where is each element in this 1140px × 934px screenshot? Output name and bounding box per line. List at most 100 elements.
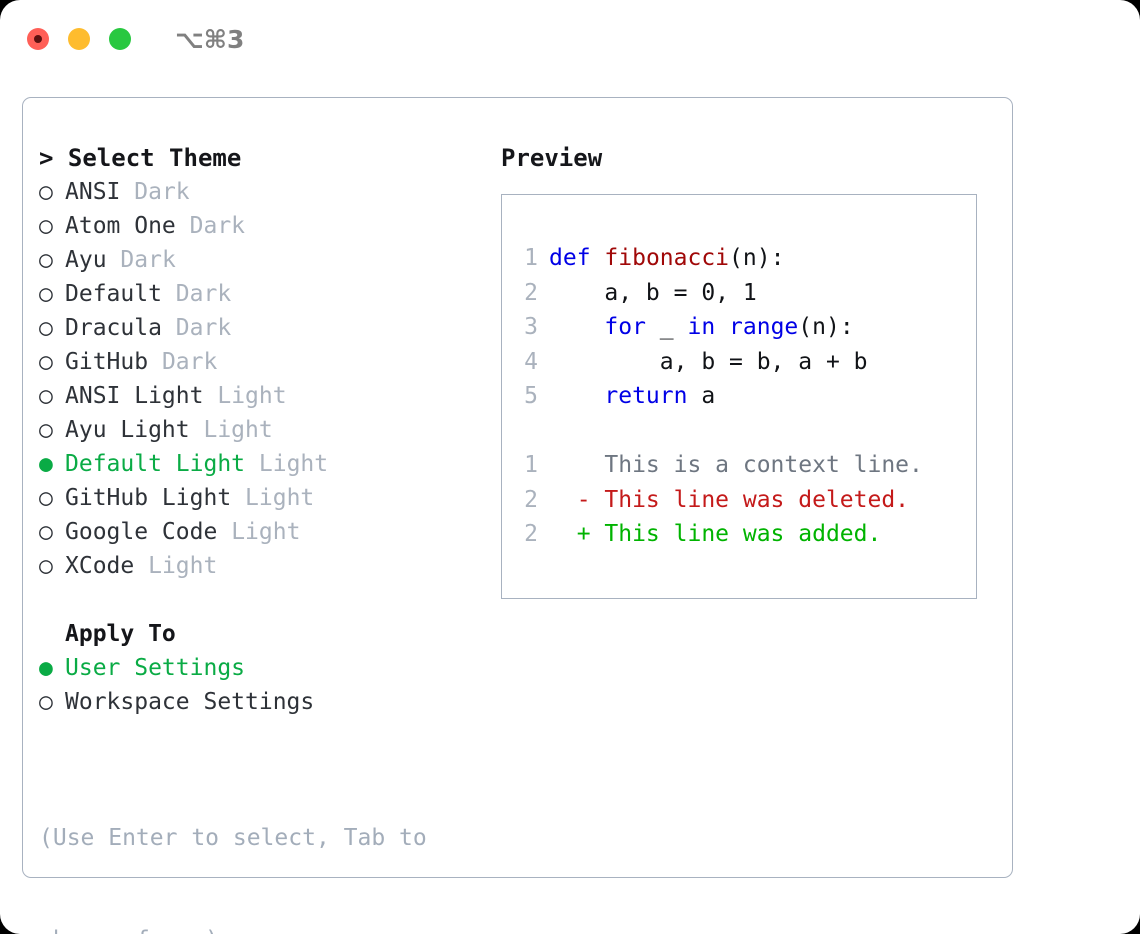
radio-unselected-icon: ○ xyxy=(39,383,53,409)
radio-selected-icon: ● xyxy=(39,451,53,477)
theme-option-3[interactable]: ○Default Dark xyxy=(39,277,489,311)
radio-unselected-icon: ○ xyxy=(39,417,53,443)
theme-option-10[interactable]: ○Google Code Light xyxy=(39,515,489,549)
theme-option-label: Atom One xyxy=(65,213,176,239)
diff-marker: + xyxy=(549,521,591,547)
theme-option-label: ANSI Light xyxy=(65,383,204,409)
diff-text: This line was added. xyxy=(590,521,882,547)
code-token-kw: return xyxy=(604,383,688,409)
theme-option-5[interactable]: ○ GitHub Dark xyxy=(39,345,489,379)
keyboard-shortcut-label: ⌥⌘3 xyxy=(175,24,245,54)
radio-unselected-icon: ○ xyxy=(39,349,53,375)
keyboard-hint-line2: change focus) xyxy=(39,923,489,934)
code-token-pl: a, b = b, a + b xyxy=(659,348,868,375)
apply-to-options-list: ●User Settings ○ Workspace Settings xyxy=(39,651,489,719)
theme-variant-badge: Dark xyxy=(189,213,246,239)
maximize-button[interactable] xyxy=(109,28,131,50)
theme-option-8[interactable]: ●Default Light Light xyxy=(39,447,489,481)
theme-options-list: ○ANSI Dark○Atom One Dark○Ayu Dark○Defaul… xyxy=(39,175,489,583)
line-number: 3 xyxy=(524,314,538,340)
code-token-kw: range xyxy=(729,314,799,340)
line-number: 2 xyxy=(524,279,538,306)
title-bar: ⌥⌘3 xyxy=(0,0,1140,78)
close-button[interactable] xyxy=(27,28,49,50)
code-token-pl: (n): xyxy=(798,314,854,340)
line-number: 1 xyxy=(524,452,538,478)
keyboard-hint: (Use Enter to select, Tab to change focu… xyxy=(39,753,489,934)
radio-selected-icon: ● xyxy=(39,655,53,681)
label-badge-gap xyxy=(217,519,231,545)
radio-unselected-icon: ○ xyxy=(39,689,53,715)
theme-variant-badge: Dark xyxy=(161,349,218,375)
apply-to-option-1[interactable]: ○ Workspace Settings xyxy=(39,685,489,719)
theme-variant-badge: Light xyxy=(217,383,287,409)
label-badge-gap xyxy=(176,213,190,239)
radio-unselected-icon: ○ xyxy=(39,519,53,545)
code-token-pl: _ xyxy=(645,314,688,340)
theme-option-7[interactable]: ○Ayu Light Light xyxy=(39,413,489,447)
theme-option-1[interactable]: ○ Atom One Dark xyxy=(39,209,489,243)
theme-variant-badge: Light xyxy=(231,519,301,545)
code-line: 4 a, b = b, a + b xyxy=(516,345,923,380)
code-token-kw: in xyxy=(687,314,716,340)
theme-variant-badge: Dark xyxy=(134,179,190,205)
radio-unselected-icon: ○ xyxy=(39,553,53,579)
minimize-button[interactable] xyxy=(68,28,90,50)
theme-option-label: Dracula xyxy=(65,315,162,341)
code-line: 3 for _ in range(n): xyxy=(516,310,923,345)
line-number: 4 xyxy=(524,348,538,375)
label-badge-gap xyxy=(107,247,121,273)
label-badge-gap xyxy=(231,485,245,511)
label-badge-gap xyxy=(120,179,134,205)
diff-lines: 1 This is a context line.2 - This line w… xyxy=(516,448,923,552)
line-number: 1 xyxy=(524,245,538,271)
theme-option-label: GitHub Light xyxy=(65,485,232,511)
code-indent xyxy=(549,314,604,340)
radio-unselected-icon: ○ xyxy=(39,247,53,273)
theme-variant-badge: Light xyxy=(245,485,315,511)
code-diff-spacer xyxy=(516,414,923,449)
code-token-kw: def xyxy=(549,245,591,271)
label-badge-gap xyxy=(148,349,162,375)
theme-option-2[interactable]: ○Ayu Dark xyxy=(39,243,489,277)
radio-unselected-icon: ○ xyxy=(39,315,53,341)
label-badge-gap xyxy=(203,383,217,409)
theme-option-11[interactable]: ○XCode Light xyxy=(39,549,489,583)
list-spacer xyxy=(39,583,489,617)
theme-option-label: Default Light xyxy=(65,451,246,477)
code-token-fn: fibonacci xyxy=(604,245,730,271)
diff-text: This is a context line. xyxy=(590,452,923,478)
diff-marker xyxy=(549,452,591,478)
code-indent xyxy=(549,349,660,375)
label-badge-gap xyxy=(162,315,176,341)
code-token-pl xyxy=(591,245,605,271)
label-badge-gap xyxy=(190,417,204,443)
diff-line-del: 2 - This line was deleted. xyxy=(516,483,923,518)
code-indent xyxy=(549,383,604,409)
select-theme-heading: > Select Theme xyxy=(39,144,242,172)
diff-marker: - xyxy=(549,486,591,513)
code-token-pl: (n): xyxy=(729,245,785,271)
label-badge-gap xyxy=(134,553,148,579)
theme-option-label: XCode xyxy=(65,553,135,579)
apply-to-heading: Apply To xyxy=(65,621,176,647)
apply-to-option-label: Workspace Settings xyxy=(65,689,315,715)
code-token-kw: for xyxy=(604,314,646,340)
radio-unselected-icon: ○ xyxy=(39,281,53,307)
code-line: 1 def fibonacci(n): xyxy=(516,241,923,276)
theme-option-label: GitHub xyxy=(65,349,149,375)
radio-unselected-icon: ○ xyxy=(39,179,53,205)
radio-unselected-icon: ○ xyxy=(39,485,53,511)
code-line: 2 a, b = 0, 1 xyxy=(516,276,923,311)
diff-line-ctx: 1 This is a context line. xyxy=(516,448,923,483)
line-number: 2 xyxy=(524,521,538,547)
theme-option-4[interactable]: ○Dracula Dark xyxy=(39,311,489,345)
theme-option-9[interactable]: ○ GitHub Light Light xyxy=(39,481,489,515)
apply-to-option-0[interactable]: ●User Settings xyxy=(39,651,489,685)
radio-unselected-icon: ○ xyxy=(39,213,53,239)
theme-option-0[interactable]: ○ANSI Dark xyxy=(39,175,489,209)
theme-option-6[interactable]: ○ ANSI Light Light xyxy=(39,379,489,413)
